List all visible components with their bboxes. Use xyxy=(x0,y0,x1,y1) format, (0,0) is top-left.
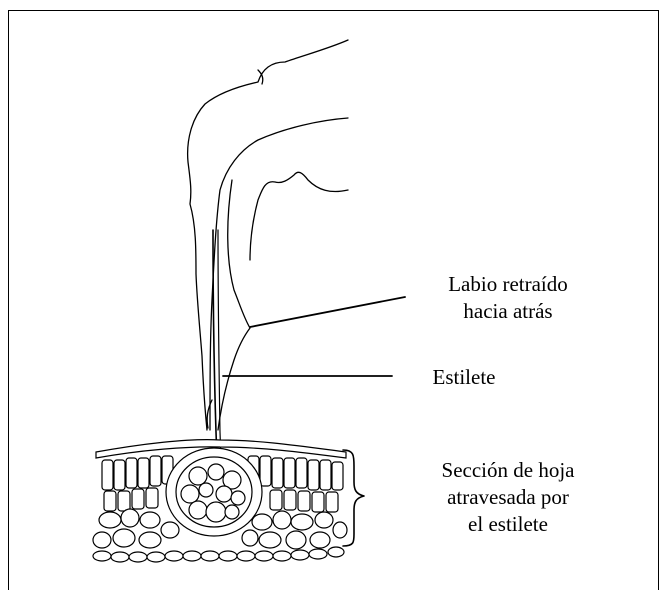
leaf-section-label-line-3: el estilete xyxy=(468,512,548,536)
leaf-section-brace xyxy=(342,449,365,547)
leaf-cross-section xyxy=(92,439,348,563)
lip-leader-line xyxy=(249,296,406,328)
upper-epidermis xyxy=(95,439,347,459)
leaf-section-label-line-1: Sección de hoja xyxy=(441,458,575,482)
stylet-label: Estilete xyxy=(432,365,496,389)
cheek-contour xyxy=(209,117,349,431)
palisade-cells xyxy=(101,455,344,513)
vascular-bundle xyxy=(165,447,263,537)
lower-epidermis xyxy=(92,546,345,563)
lip-label-line-2: hacia atrás xyxy=(463,299,553,323)
head-crest xyxy=(257,69,264,85)
lip-label-line-1: Labio retraído xyxy=(448,272,568,296)
leaf-section-label: Sección de hoja atravesada por el estile… xyxy=(398,457,618,538)
cheek-inner xyxy=(249,171,349,261)
lip-tip xyxy=(206,399,213,429)
head-outline xyxy=(186,39,349,431)
lip-label: Labio retraído hacia atrás xyxy=(408,271,608,325)
spongy-cells xyxy=(92,508,348,550)
retracted-lip xyxy=(217,179,251,431)
leaf-section-label-line-2: atravesada por xyxy=(447,485,569,509)
